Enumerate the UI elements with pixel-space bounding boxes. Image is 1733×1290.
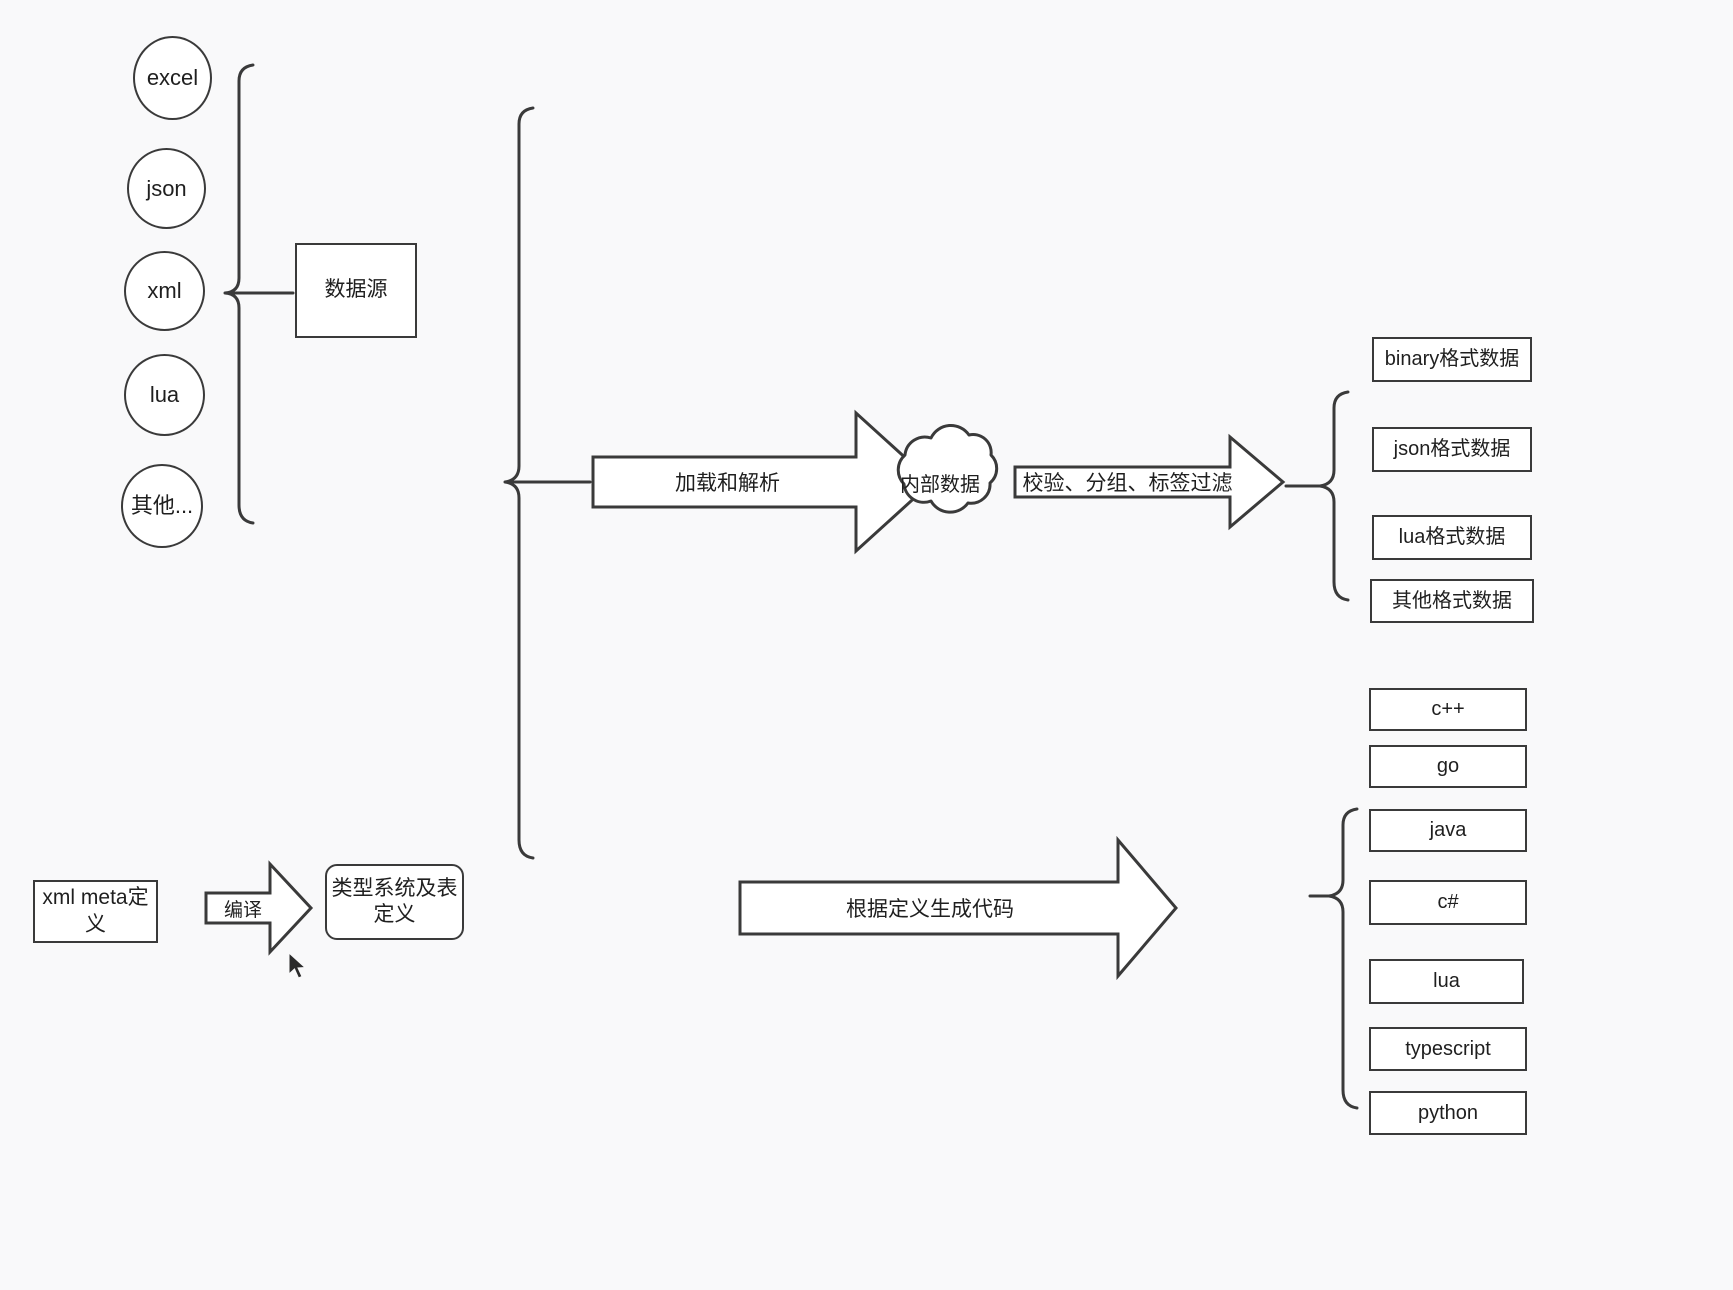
- output-language-label: lua: [1433, 970, 1460, 992]
- output-format-box-lua[interactable]: lua格式数据: [1372, 515, 1532, 560]
- source-label: 其他...: [130, 493, 194, 519]
- source-node-excel[interactable]: excel: [133, 36, 212, 120]
- filter-label: 校验、分组、标签过滤: [1022, 472, 1233, 495]
- type-system-label: 类型系统及表 定义: [331, 876, 458, 926]
- output-language-box-python[interactable]: python: [1369, 1091, 1527, 1135]
- internal-data-label: 内部数据: [900, 473, 980, 496]
- output-format-label: 其他格式数据: [1392, 589, 1512, 612]
- load-parse-arrow: [591, 409, 935, 555]
- output-language-label: java: [1429, 819, 1467, 841]
- output-language-label: c#: [1437, 891, 1459, 913]
- output-language-box-csharp[interactable]: c#: [1369, 880, 1527, 925]
- output-format-label: json格式数据: [1393, 438, 1511, 460]
- sources-brace: [223, 63, 295, 525]
- compile-arrow: [204, 860, 314, 956]
- output-language-box-go[interactable]: go: [1369, 745, 1527, 788]
- source-label: xml: [147, 278, 182, 304]
- output-format-box-binary[interactable]: binary格式数据: [1372, 337, 1532, 382]
- output-format-label: binary格式数据: [1384, 348, 1520, 370]
- output-format-label: lua格式数据: [1398, 526, 1506, 548]
- source-node-other[interactable]: 其他...: [121, 464, 203, 548]
- data-source-group-label: 数据源: [324, 278, 388, 302]
- output-language-box-typescript[interactable]: typescript: [1369, 1027, 1527, 1071]
- mouse-cursor-icon: [288, 952, 307, 979]
- output-format-box-other[interactable]: 其他格式数据: [1370, 579, 1534, 623]
- load-parse-label: 加载和解析: [675, 472, 780, 495]
- source-label: json: [146, 175, 187, 201]
- filter-arrow: [1013, 433, 1286, 531]
- codegen-label: 根据定义生成代码: [846, 898, 1014, 921]
- output-language-box-lua[interactable]: lua: [1369, 959, 1524, 1004]
- output-language-label: go: [1436, 755, 1460, 777]
- output-language-box-java[interactable]: java: [1369, 809, 1527, 852]
- input-brace: [503, 106, 592, 860]
- output-language-box-cpp[interactable]: c++: [1369, 688, 1527, 731]
- output-language-label: python: [1417, 1101, 1479, 1124]
- data-formats-brace: [1284, 390, 1350, 602]
- source-label: excel: [146, 65, 199, 91]
- xml-meta-definition-label: xml meta定义: [42, 886, 149, 936]
- codegen-arrow: [738, 835, 1178, 981]
- output-format-box-json[interactable]: json格式数据: [1372, 427, 1532, 472]
- source-label: lua: [149, 382, 180, 408]
- output-language-label: c++: [1431, 698, 1465, 720]
- data-source-group-box[interactable]: 数据源: [295, 243, 417, 338]
- type-system-box[interactable]: 类型系统及表 定义: [325, 864, 464, 940]
- languages-brace: [1308, 807, 1359, 1110]
- output-language-label: typescript: [1405, 1037, 1491, 1060]
- source-node-xml[interactable]: xml: [124, 251, 205, 331]
- source-node-json[interactable]: json: [127, 148, 206, 229]
- source-node-lua[interactable]: lua: [124, 354, 205, 436]
- compile-label: 编译: [223, 899, 262, 921]
- xml-meta-definition-box[interactable]: xml meta定义: [33, 880, 158, 943]
- internal-data-cloud: [896, 424, 999, 514]
